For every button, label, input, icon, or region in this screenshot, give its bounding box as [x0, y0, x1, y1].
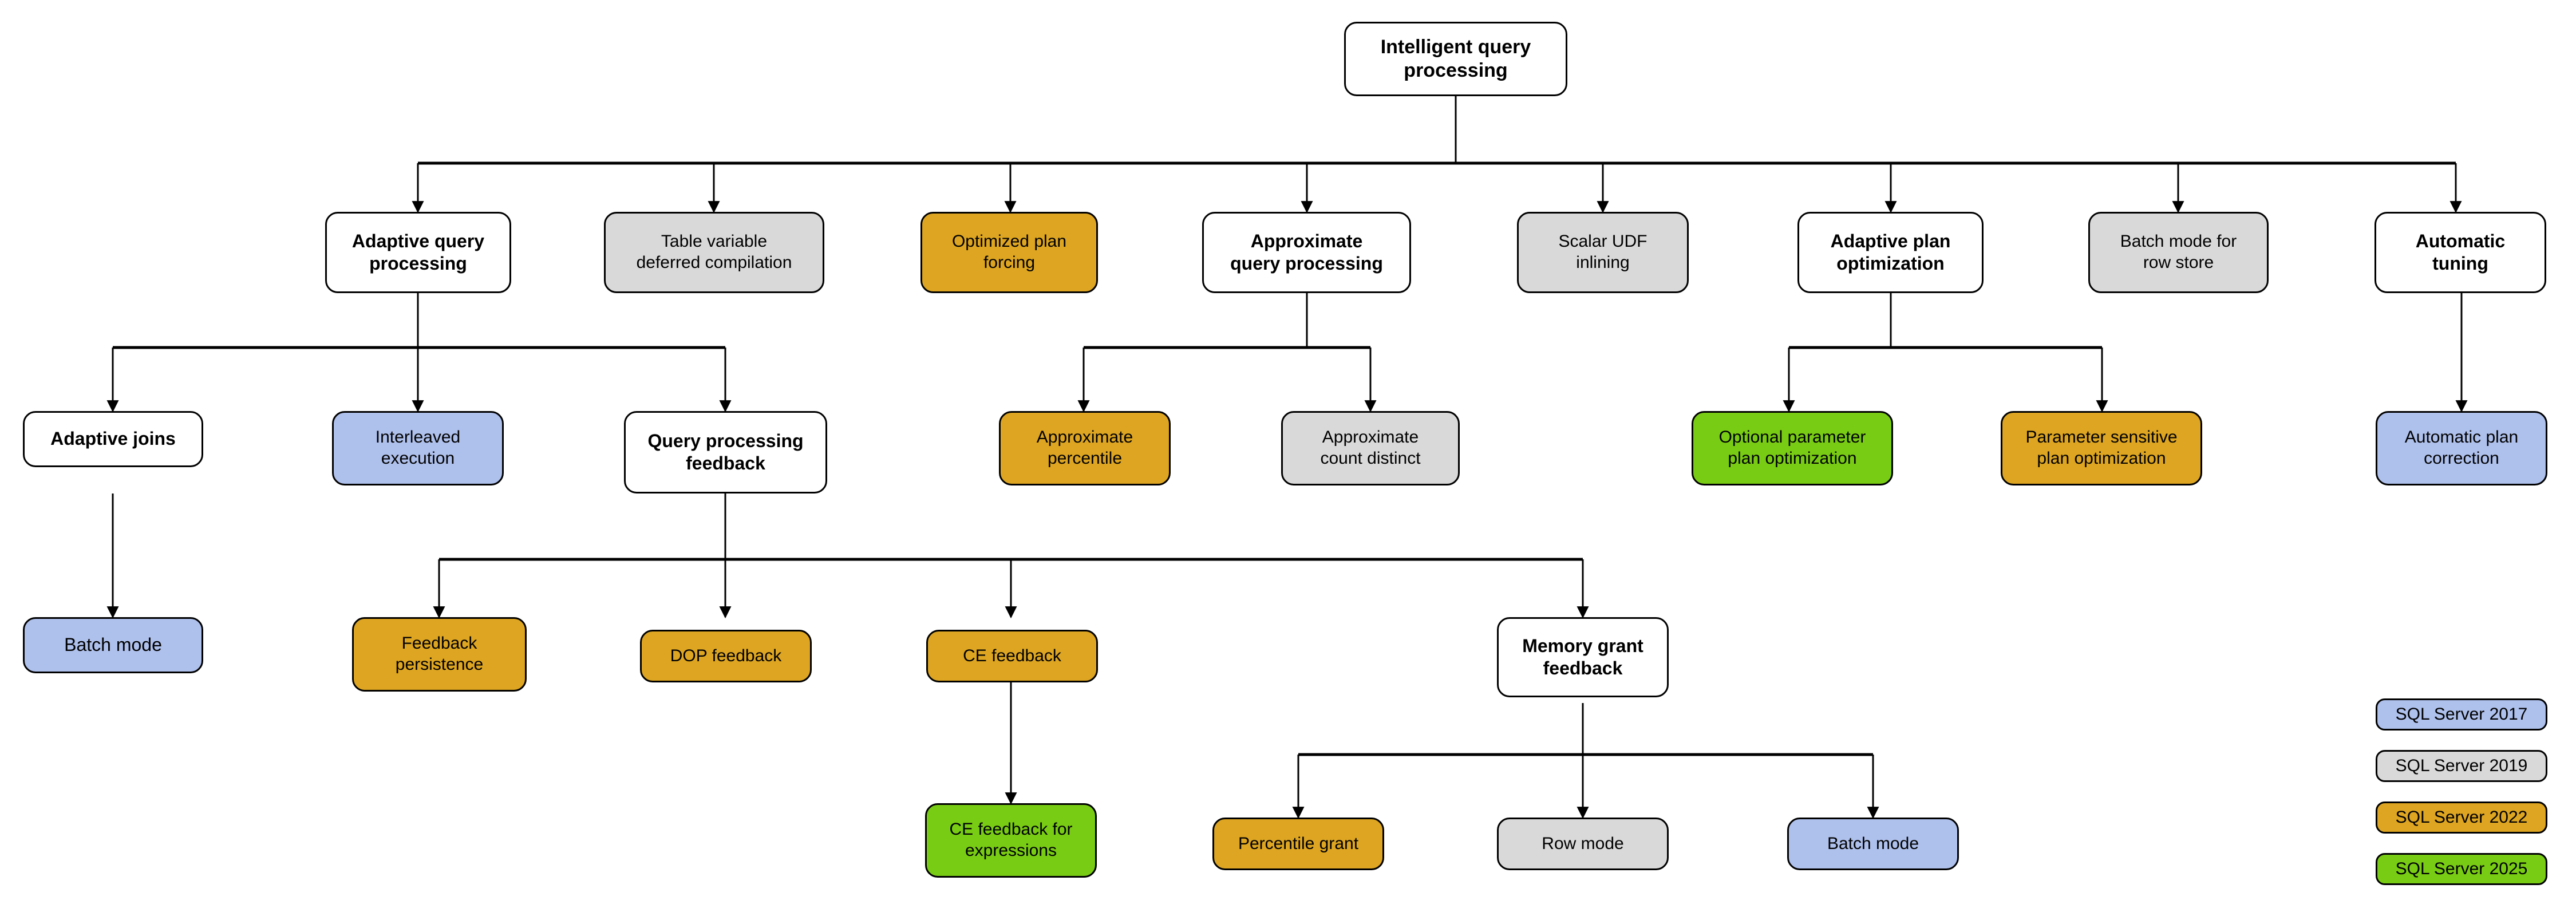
node-label: Adaptive plan optimization — [1830, 230, 1951, 274]
legend-label: SQL Server 2022 — [2395, 808, 2528, 827]
node-label: Adaptive query processing — [351, 230, 485, 274]
node-row-mode[interactable]: Row mode — [1497, 818, 1669, 870]
legend-item-sql-server-2025[interactable]: SQL Server 2025 — [2376, 853, 2547, 885]
node-scalar-udf-inlining[interactable]: Scalar UDF inlining — [1517, 212, 1689, 293]
node-interleaved-execution[interactable]: Interleaved execution — [332, 411, 504, 485]
node-approximate-percentile[interactable]: Approximate percentile — [999, 411, 1171, 485]
node-label: Batch mode — [64, 634, 162, 656]
node-batch-mode-adaptive-joins[interactable]: Batch mode — [23, 617, 203, 673]
node-label: Approximate percentile — [1036, 428, 1133, 468]
node-automatic-tuning[interactable]: Automatic tuning — [2374, 212, 2546, 293]
node-ce-feedback-for-expressions[interactable]: CE feedback for expressions — [925, 803, 1097, 878]
node-batch-mode-memory-grant[interactable]: Batch mode — [1787, 818, 1959, 870]
node-label: Feedback persistence — [395, 634, 484, 674]
node-optimized-plan-forcing[interactable]: Optimized plan forcing — [920, 212, 1098, 293]
node-label: Table variable deferred compilation — [636, 232, 792, 272]
node-label: Parameter sensitive plan optimization — [2025, 428, 2178, 468]
node-label: Interleaved execution — [375, 428, 461, 468]
node-label: CE feedback for expressions — [949, 820, 1073, 860]
node-label: Batch mode for row store — [2120, 232, 2237, 272]
node-adaptive-plan-optimization[interactable]: Adaptive plan optimization — [1797, 212, 1984, 293]
node-batch-mode-for-row-store[interactable]: Batch mode for row store — [2088, 212, 2269, 293]
node-label: Query processing feedback — [647, 430, 804, 473]
node-percentile-grant[interactable]: Percentile grant — [1212, 818, 1384, 870]
node-automatic-plan-correction[interactable]: Automatic plan correction — [2376, 411, 2547, 485]
node-label: DOP feedback — [670, 646, 782, 665]
node-label: Optional parameter plan optimization — [1718, 428, 1866, 468]
node-memory-grant-feedback[interactable]: Memory grant feedback — [1497, 617, 1669, 697]
node-feedback-persistence[interactable]: Feedback persistence — [352, 617, 527, 692]
node-optional-parameter-plan-optimization[interactable]: Optional parameter plan optimization — [1692, 411, 1893, 485]
legend-label: SQL Server 2017 — [2395, 705, 2528, 724]
node-ce-feedback[interactable]: CE feedback — [926, 630, 1098, 682]
node-query-processing-feedback[interactable]: Query processing feedback — [624, 411, 827, 493]
node-table-variable-deferred-compilation[interactable]: Table variable deferred compilation — [604, 212, 824, 293]
node-label: Intelligent query processing — [1380, 35, 1531, 81]
node-label: Memory grant feedback — [1522, 635, 1643, 678]
node-label: Approximate count distinct — [1320, 428, 1421, 468]
node-label: Scalar UDF inlining — [1558, 232, 1647, 272]
node-approximate-query-processing[interactable]: Approximate query processing — [1202, 212, 1411, 293]
legend-item-sql-server-2019[interactable]: SQL Server 2019 — [2376, 750, 2547, 782]
node-label: CE feedback — [963, 646, 1061, 665]
node-label: Row mode — [1542, 834, 1624, 853]
legend-item-sql-server-2017[interactable]: SQL Server 2017 — [2376, 698, 2547, 731]
node-dop-feedback[interactable]: DOP feedback — [640, 630, 812, 682]
node-label: Adaptive joins — [50, 428, 176, 449]
legend-item-sql-server-2022[interactable]: SQL Server 2022 — [2376, 802, 2547, 834]
node-parameter-sensitive-plan-optimization[interactable]: Parameter sensitive plan optimization — [2001, 411, 2202, 485]
node-approximate-count-distinct[interactable]: Approximate count distinct — [1281, 411, 1460, 485]
node-adaptive-query-processing[interactable]: Adaptive query processing — [325, 212, 511, 293]
node-adaptive-joins[interactable]: Adaptive joins — [23, 411, 203, 467]
node-label: Automatic plan correction — [2404, 428, 2519, 468]
node-label: Approximate query processing — [1230, 230, 1383, 274]
node-label: Automatic tuning — [2415, 230, 2506, 274]
node-label: Percentile grant — [1238, 834, 1359, 853]
node-intelligent-query-processing[interactable]: Intelligent query processing — [1344, 22, 1567, 96]
legend-label: SQL Server 2025 — [2395, 859, 2528, 878]
legend-label: SQL Server 2019 — [2395, 756, 2528, 775]
node-label: Batch mode — [1827, 834, 1919, 853]
node-label: Optimized plan forcing — [951, 232, 1067, 272]
